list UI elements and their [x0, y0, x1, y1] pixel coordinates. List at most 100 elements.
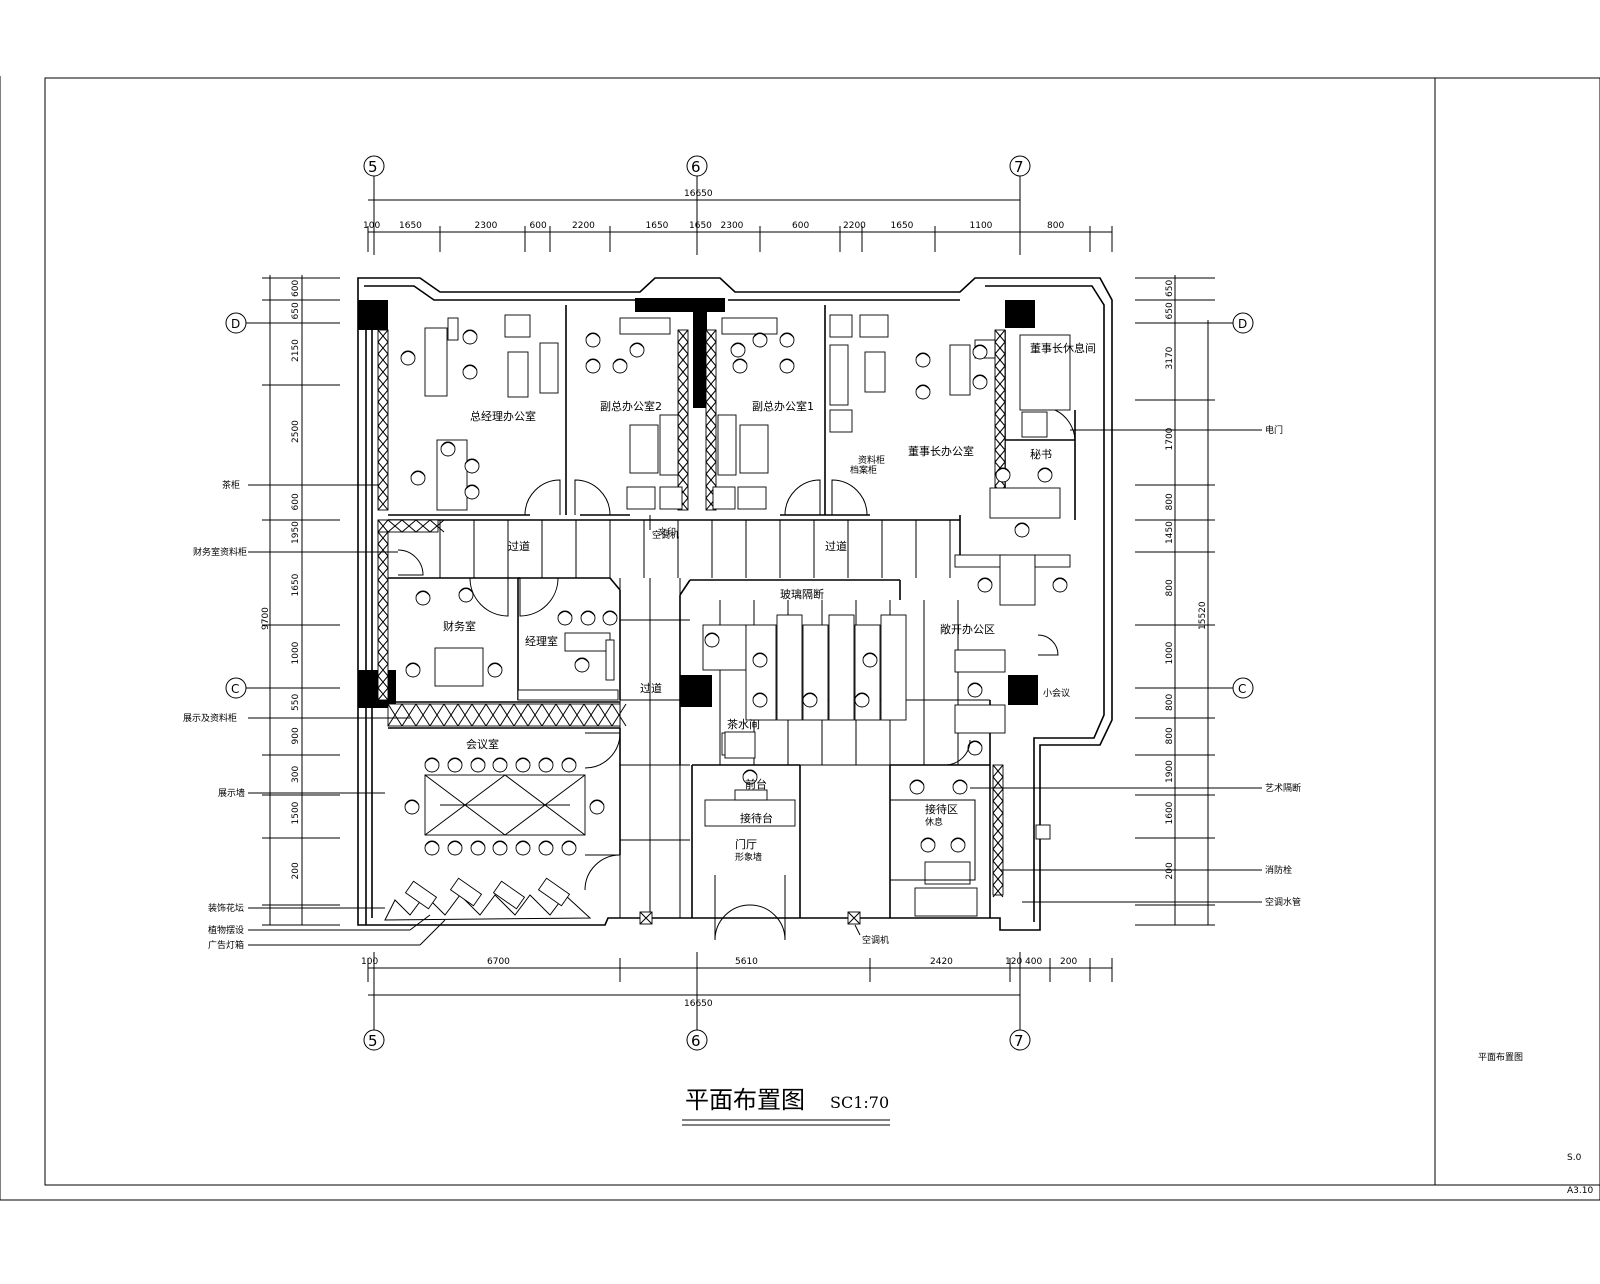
room-tea: 茶水间	[727, 718, 760, 731]
dim-label-top: 600	[530, 221, 547, 231]
svg-text:D: D	[231, 317, 240, 331]
dim-label-top: 1650	[689, 221, 712, 231]
furniture	[424, 314, 1071, 917]
dim-label-bottom: 5610	[735, 957, 758, 967]
drawing-title: 平面布置图	[685, 1086, 805, 1114]
chair	[854, 692, 870, 708]
dim-label-bottom: 200	[1060, 957, 1077, 967]
sheet-border	[44, 77, 1600, 1186]
svg-text:C: C	[231, 682, 239, 696]
chair	[464, 484, 480, 500]
chair	[752, 332, 768, 348]
room-chairman-rest: 董事长休息间	[1030, 341, 1096, 355]
chair	[977, 577, 993, 593]
chair	[742, 769, 758, 785]
dim-label-right: 800	[1165, 694, 1175, 711]
exterior-walls	[357, 277, 1113, 931]
chair	[862, 652, 878, 668]
dim-label-left: 600	[291, 280, 301, 297]
dim-label-top: 2300	[475, 221, 498, 231]
chair	[515, 840, 531, 856]
column	[1008, 675, 1038, 705]
dim-label-bottom: 400	[1025, 957, 1042, 967]
room-general-manager: 总经理办公室	[470, 409, 536, 423]
dim-label-top: 2200	[572, 221, 595, 231]
chair	[909, 779, 925, 795]
dim-label-right: 1900	[1165, 760, 1175, 783]
room-corridor-left: 过道	[508, 539, 530, 553]
note-water-pipe: 空调水管	[1265, 896, 1301, 908]
chair	[585, 332, 601, 348]
chair	[470, 840, 486, 856]
fire-hydrants	[639, 824, 1051, 925]
dim-label-right: 1000	[1165, 641, 1175, 664]
note-storage: 资料柜	[858, 454, 885, 466]
axis-bubbles-left: D C	[225, 312, 247, 699]
dim-label-top: 2300	[721, 221, 744, 231]
top-total-dim: 16650	[684, 189, 713, 199]
dimension-chains	[269, 199, 1209, 996]
column	[358, 300, 388, 330]
chair	[538, 840, 554, 856]
column	[635, 298, 725, 312]
dim-label-bottom: 100	[361, 957, 378, 967]
chair	[458, 587, 474, 603]
dim-label-top: 600	[792, 221, 809, 231]
dim-label-left: 2500	[291, 420, 301, 443]
chair	[920, 837, 936, 853]
dim-label-top: 1650	[891, 221, 914, 231]
chair	[515, 757, 531, 773]
dim-label-top: 1100	[970, 221, 993, 231]
chair	[580, 610, 596, 626]
chair	[730, 342, 746, 358]
svg-text:D: D	[1238, 317, 1247, 331]
side-label: 平面布置图	[1478, 1051, 1523, 1063]
dim-label-right: 800	[1165, 493, 1175, 510]
structural-columns	[358, 298, 1038, 708]
column	[693, 298, 707, 408]
dim-label-right: 3170	[1165, 346, 1175, 369]
chair	[400, 350, 416, 366]
label-archive: 档案柜	[850, 464, 877, 476]
chair	[440, 441, 456, 457]
chair	[424, 840, 440, 856]
svg-text:5: 5	[368, 158, 378, 176]
dim-label-right: 1450	[1165, 521, 1175, 544]
chair	[779, 332, 795, 348]
dim-label-top: 1650	[646, 221, 669, 231]
page-code: S.0	[1567, 1153, 1582, 1163]
chair	[447, 757, 463, 773]
svg-text:6: 6	[691, 1032, 701, 1050]
chair	[704, 632, 720, 648]
room-lounge: 接待区	[925, 802, 958, 816]
dim-label-right: 1600	[1165, 801, 1175, 824]
dim-label-left: 300	[291, 766, 301, 783]
chair	[492, 757, 508, 773]
note-glass-wall: 艺术隔断	[1265, 782, 1301, 794]
dim-label-left: 1000	[291, 641, 301, 664]
chair	[1052, 577, 1068, 593]
room-manager: 经理室	[525, 634, 558, 648]
bottom-total-dim: 16650	[684, 999, 713, 1009]
note-finance-cabinet: 财务室资料柜	[193, 546, 247, 558]
room-meeting: 会议室	[466, 737, 499, 751]
chair	[462, 329, 478, 345]
room-finance: 财务室	[443, 619, 476, 633]
chair	[561, 840, 577, 856]
chair	[779, 358, 795, 374]
chair	[557, 610, 573, 626]
chair	[487, 662, 503, 678]
dim-label-right: 1700	[1165, 427, 1175, 450]
label-front-desk: 接待台	[740, 811, 773, 825]
chair	[404, 799, 420, 815]
left-segment-labels: 6006502150250060019501650100055090030015…	[291, 280, 301, 880]
dim-label-left: 600	[291, 493, 301, 510]
note-bottom-ac: 空调机	[862, 934, 889, 946]
svg-text:6: 6	[691, 158, 701, 176]
dim-label-left: 1500	[291, 801, 301, 824]
chair	[972, 374, 988, 390]
chair	[915, 352, 931, 368]
svg-text:7: 7	[1014, 1032, 1024, 1050]
note-display-board: 展示墙	[218, 787, 245, 799]
